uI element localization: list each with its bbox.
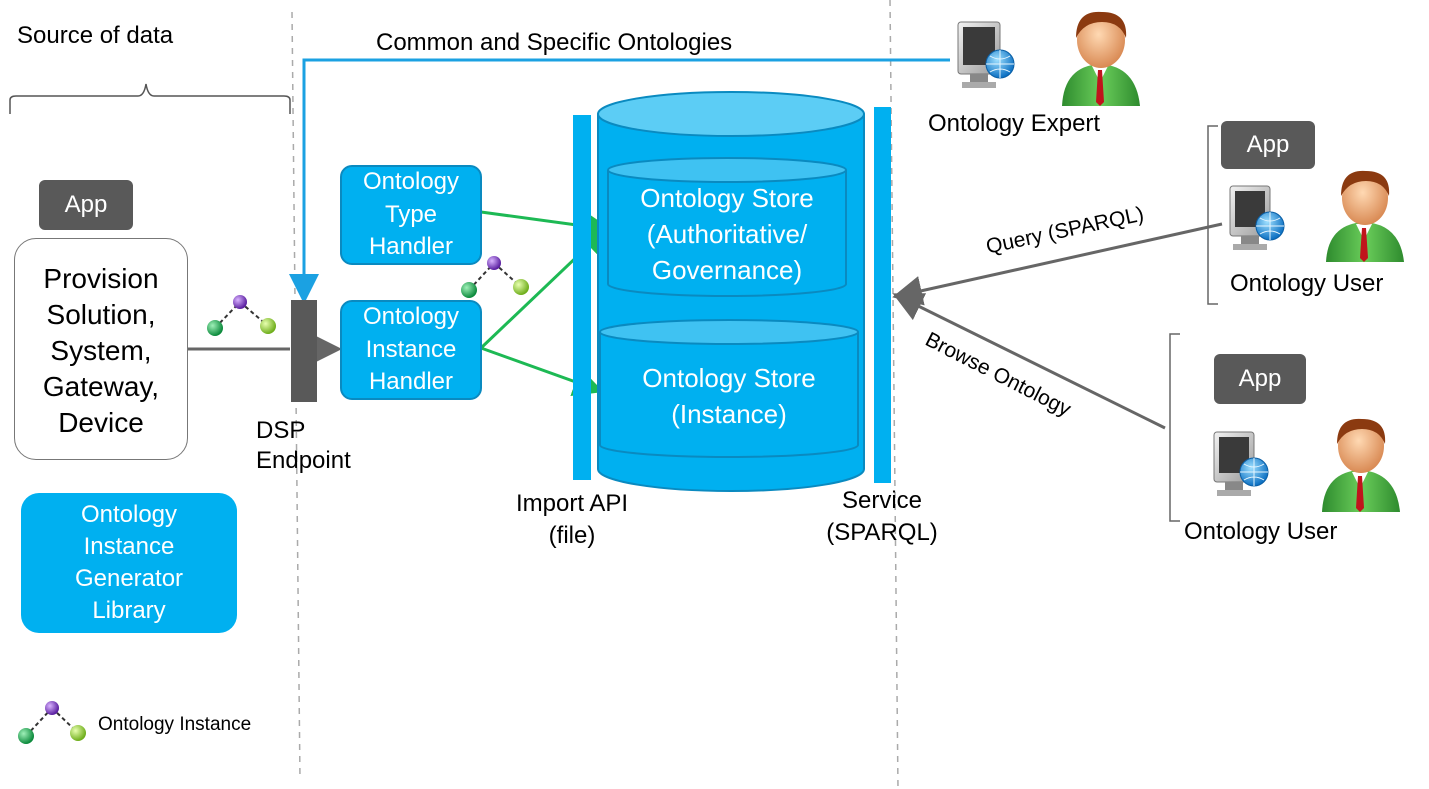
- computer-icon-user2: [1213, 431, 1269, 496]
- source-brace: [9, 83, 291, 114]
- browse-arrow: [892, 293, 1166, 430]
- provision-line: Provision: [43, 263, 159, 294]
- dsp-endpoint-bar: [291, 300, 317, 402]
- source-of-data-label: Source of data: [17, 22, 174, 49]
- provision-line: System,: [50, 335, 152, 366]
- app-box-user2: App: [1214, 354, 1306, 404]
- store-authoritative-label: Ontology Store (Authoritative/ Governanc…: [608, 180, 846, 288]
- computer-icon-user1: [1229, 185, 1285, 250]
- instance-handler-line: Instance: [365, 335, 457, 363]
- computer-icon-expert: [957, 21, 1015, 88]
- app-label-left: App: [64, 191, 108, 218]
- store-instance-line: Ontology Store: [642, 363, 816, 393]
- service-bar: [874, 107, 891, 483]
- query-arrow: [892, 222, 1223, 306]
- generator-line: Library: [92, 597, 166, 624]
- store-auth-line: (Authoritative/: [646, 219, 808, 249]
- common-ontologies-label: Common and Specific Ontologies: [376, 29, 733, 56]
- ontology-user-label-2: Ontology User: [1184, 518, 1338, 545]
- ontology-expert-label: Ontology Expert: [928, 110, 1101, 137]
- provision-line: Gateway,: [42, 371, 160, 402]
- instance-handler-line: Handler: [368, 368, 454, 396]
- import-api-line: Import API: [515, 490, 629, 517]
- store-auth-line: Governance): [651, 255, 803, 285]
- type-handler-line: Type: [384, 200, 438, 228]
- app-box-user1: App: [1221, 121, 1315, 169]
- user1-bracket: [1207, 125, 1218, 305]
- generator-line: Ontology: [80, 501, 178, 528]
- import-api-label: Import API (file): [502, 488, 642, 552]
- common-ontologies-line: [289, 58, 950, 304]
- person-icon-user2: [1322, 418, 1400, 512]
- ontology-type-handler: Ontology Type Handler: [340, 165, 482, 265]
- app-label-user1: App: [1246, 131, 1290, 158]
- person-icon-expert: [1062, 11, 1140, 106]
- app-box-left: App: [39, 180, 133, 230]
- import-api-bar: [573, 115, 591, 480]
- generator-line: Instance: [83, 533, 175, 560]
- generator-library-box: Ontology Instance Generator Library: [21, 493, 237, 633]
- ontology-instance-handler: Ontology Instance Handler: [340, 300, 482, 400]
- app-label-user2: App: [1238, 365, 1282, 392]
- store-auth-line: Ontology Store: [640, 183, 814, 213]
- import-api-line: (file): [548, 522, 596, 549]
- dsp-endpoint-label: DSP Endpoint: [256, 416, 351, 476]
- legend-label: Ontology Instance: [98, 714, 252, 735]
- dsp-line: Endpoint: [256, 447, 351, 474]
- store-instance-line: (Instance): [671, 399, 787, 429]
- dsp-line: DSP: [256, 417, 306, 444]
- ontology-user-label-1: Ontology User: [1230, 270, 1384, 297]
- separator-right: [889, 0, 899, 789]
- service-label: Service (SPARQL): [812, 485, 952, 549]
- store-instance-cylinder: [599, 319, 859, 458]
- user2-bracket: [1169, 333, 1180, 522]
- service-line: (SPARQL): [826, 519, 938, 546]
- legend-molecule-icon: [18, 701, 86, 744]
- ontology-instance-molecule-1: [207, 295, 276, 336]
- provision-line: Solution,: [46, 299, 156, 330]
- store-authoritative-cylinder: [607, 157, 847, 297]
- person-icon-user1: [1326, 170, 1404, 262]
- instance-handler-line: Ontology: [362, 303, 460, 331]
- generator-line: Generator: [74, 565, 184, 592]
- type-handler-line: Handler: [368, 233, 454, 261]
- service-line: Service: [841, 487, 923, 514]
- store-instance-label: Ontology Store (Instance): [600, 360, 858, 432]
- provision-line: Device: [58, 407, 144, 438]
- provision-box: Provision Solution, System, Gateway, Dev…: [14, 238, 188, 460]
- type-handler-line: Ontology: [362, 168, 460, 196]
- ontology-instance-molecule-2: [461, 256, 529, 298]
